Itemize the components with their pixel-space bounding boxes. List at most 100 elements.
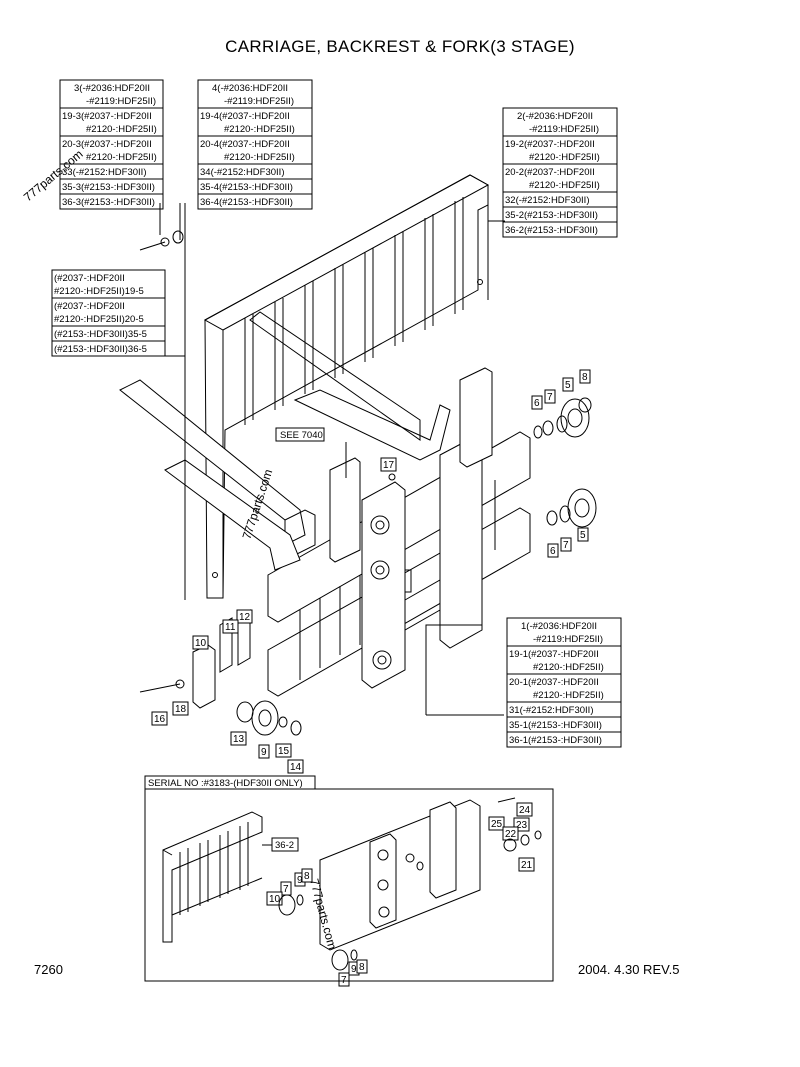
callout-box-i7b	[338, 972, 350, 987]
b3-line-3: #2120-:HDF25II)	[86, 124, 157, 135]
callout-box-c17	[380, 457, 397, 472]
callout-box-i22	[502, 826, 519, 841]
callout-box-i8b	[356, 959, 368, 974]
b2-line-1: -#2119:HDF25II)	[529, 124, 599, 135]
callout-i7a: 7	[283, 884, 289, 895]
callout-box-c18	[172, 701, 189, 716]
b1-line-1: -#2119:HDF25II)	[533, 634, 603, 645]
b2-line-2: 19-2(#2037-:HDF20II	[505, 139, 595, 150]
b5-line-1: #2120-:HDF25II)19-5	[54, 286, 144, 297]
diagram-title: CARRIAGE, BACKREST & FORK(3 STAGE)	[225, 37, 575, 56]
callout-i21: 21	[521, 860, 533, 871]
b4-line-4: 20-4(#2037-:HDF20II	[200, 139, 290, 150]
callout-c13: 13	[233, 734, 245, 745]
b5-line-2: (#2037-:HDF20II	[54, 301, 125, 312]
callout-c8a: 8	[582, 372, 588, 383]
callout-box-i24	[516, 802, 533, 817]
b4-line-3: #2120-:HDF25II)	[224, 124, 295, 135]
top-bolt	[139, 230, 184, 251]
callout-box-c6b	[547, 543, 559, 558]
b4-line-6: 34(-#2152:HDF30II)	[200, 167, 284, 178]
callout-i8a: 8	[304, 871, 310, 882]
callout-box-c10	[192, 635, 209, 650]
b3-line-1: -#2119:HDF25II)	[86, 96, 156, 107]
b3-line-4: 20-3(#2037-:HDF20II	[62, 139, 152, 150]
inset-part-label: 36-2	[275, 840, 294, 851]
b1-line-7: 35-1(#2153-:HDF30II)	[509, 720, 602, 731]
side-rollers-top	[533, 397, 592, 439]
b4-line-2: 19-4(#2037-:HDF20II	[200, 111, 290, 122]
callout-box-c7a	[544, 389, 556, 404]
main-roller	[236, 700, 302, 736]
callout-c7b: 7	[563, 540, 569, 551]
leader-lines	[159, 203, 505, 716]
b4-line-0: 4(-#2036:HDF20II	[212, 83, 288, 94]
b1-line-2: 19-1(#2037-:HDF20II	[509, 649, 599, 660]
b5-line-5: (#2153-:HDF30II)36-5	[54, 344, 147, 355]
callout-box-i21	[518, 857, 535, 872]
callout-i9b: 9	[351, 964, 357, 975]
side-rollers-bottom	[546, 488, 597, 528]
b3-line-7: 35-3(#2153-:HDF30II)	[62, 182, 155, 193]
callout-i24: 24	[519, 805, 531, 816]
carriage	[267, 367, 531, 697]
callout-c10: 10	[195, 638, 207, 649]
callout-box-c12	[236, 609, 253, 624]
b1-line-5: #2120-:HDF25II)	[533, 690, 604, 701]
b3-line-5: #2120-:HDF25II)	[86, 152, 157, 163]
callout-c6a: 6	[534, 398, 540, 409]
b1-line-4: 20-1(#2037-:HDF20II	[509, 677, 599, 688]
callout-i22: 22	[505, 829, 517, 840]
callout-i25: 25	[491, 819, 503, 830]
callout-c6b: 6	[550, 546, 556, 557]
b2-line-7: 35-2(#2153-:HDF30II)	[505, 210, 598, 221]
callout-i8b: 8	[359, 962, 365, 973]
b5-row-3	[51, 340, 166, 357]
callout-c5a: 5	[565, 380, 571, 391]
callout-box-c5b	[577, 527, 589, 542]
b1-line-6: 31(-#2152:HDF30II)	[509, 705, 593, 716]
inset-carriage	[278, 797, 542, 971]
fork-left	[119, 379, 316, 571]
b4-line-5: #2120-:HDF25II)	[224, 152, 295, 163]
b3-line-0: 3(-#2036:HDF20II	[74, 83, 150, 94]
b1-line-8: 36-1(#2153-:HDF30II)	[509, 735, 602, 746]
b4-line-8: 36-4(#2153-:HDF30II)	[200, 197, 293, 208]
b5-line-3: #2120-:HDF25II)20-5	[54, 314, 144, 325]
callout-box-c7b	[560, 537, 572, 552]
inset-header: SERIAL NO :#3183-(HDF30II ONLY)	[148, 778, 303, 789]
callout-c11: 11	[225, 622, 236, 633]
callout-c9: 9	[261, 747, 267, 758]
b5-line-0: (#2037-:HDF20II	[54, 273, 125, 284]
see-ref-label: SEE 7040	[280, 430, 323, 441]
callout-box-c9	[258, 744, 270, 759]
callout-i9a: 9	[297, 875, 303, 886]
callout-i10: 10	[269, 894, 281, 905]
callout-c16: 16	[154, 714, 166, 725]
callout-c12: 12	[239, 612, 251, 623]
b2-line-3: #2120-:HDF25II)	[529, 152, 600, 163]
inset-panel: SERIAL NO :#3183-(HDF30II ONLY) 36-2	[144, 775, 554, 982]
b1-row-5	[506, 731, 622, 748]
callout-box-c15	[275, 743, 292, 758]
callout-box-c16	[151, 711, 168, 726]
see-ref-box	[275, 427, 325, 442]
b2-line-0: 2(-#2036:HDF20II	[517, 111, 593, 122]
callout-box-c5a	[562, 377, 574, 392]
callout-box-c11	[222, 619, 239, 634]
revision-date: 2004. 4.30 REV.5	[578, 962, 680, 977]
label-boxes: 3(-#2036:HDF20II-#2119:HDF25II)19-3(#203…	[51, 79, 622, 748]
page-number: 7260	[34, 962, 63, 977]
backrest-bars	[244, 197, 464, 425]
b4-line-7: 35-4(#2153-:HDF30II)	[200, 182, 293, 193]
callout-box-c8a	[579, 369, 591, 384]
b2-line-8: 36-2(#2153-:HDF30II)	[505, 225, 598, 236]
b4-line-1: -#2119:HDF25II)	[224, 96, 294, 107]
b3-row-5	[59, 193, 164, 210]
callout-c18: 18	[175, 704, 187, 715]
callout-box-c13	[230, 731, 247, 746]
callout-c15: 15	[278, 746, 290, 757]
callout-c14: 14	[290, 762, 302, 773]
b2-line-4: 20-2(#2037-:HDF20II	[505, 167, 595, 178]
b3-line-6: 33(-#2152:HDF30II)	[62, 167, 146, 178]
